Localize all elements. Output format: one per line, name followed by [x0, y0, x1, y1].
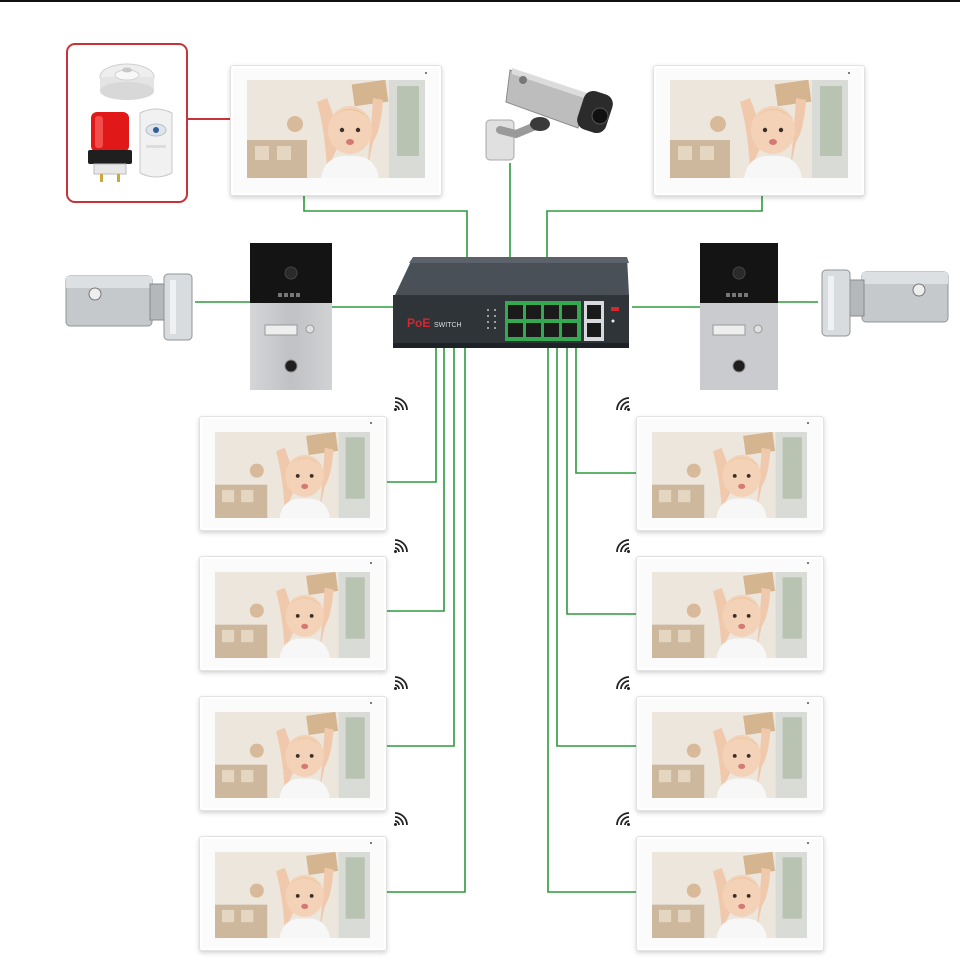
indoor-monitor-left-1	[199, 416, 387, 531]
switch-brand-label: PoE	[407, 316, 430, 330]
smoke-detector-icon	[99, 63, 155, 100]
poe-switch: PoE SWITCH	[393, 257, 629, 348]
indoor-monitor-left-3	[199, 696, 387, 811]
wire-monitor-top-left	[303, 196, 468, 258]
indoor-monitor-right-4	[636, 836, 824, 951]
baby-photo	[652, 432, 807, 518]
indoor-monitor-left-4	[199, 836, 387, 951]
electric-lock-right-icon	[821, 269, 949, 337]
indoor-monitor-top-left	[230, 65, 442, 196]
switch-model-label: SWITCH	[434, 322, 462, 329]
monitor-screen	[652, 432, 807, 518]
wire-monitor-right-1	[575, 342, 636, 474]
monitor-screen	[652, 712, 807, 798]
wifi-icon	[394, 812, 408, 826]
door-station-left	[250, 243, 332, 390]
wifi-icon	[616, 539, 630, 553]
monitor-screen	[215, 432, 370, 518]
indoor-monitor-right-1	[636, 416, 824, 531]
wifi-icon	[394, 676, 408, 690]
monitor-screen	[670, 80, 848, 178]
alarm-siren-icon	[88, 112, 132, 182]
wire-monitor-left-3	[387, 346, 455, 747]
wifi-icon	[394, 397, 408, 411]
monitor-screen	[215, 852, 370, 938]
electric-lock-left-icon	[65, 273, 193, 341]
baby-photo	[670, 80, 848, 178]
indoor-monitor-right-2	[636, 556, 824, 671]
wire-monitor-left-1	[387, 346, 437, 483]
wire-monitor-right-4	[547, 342, 636, 893]
wifi-icon	[616, 676, 630, 690]
uplink-port-array	[584, 301, 604, 341]
baby-photo	[215, 712, 370, 798]
baby-photo	[652, 712, 807, 798]
door-station-right	[700, 243, 778, 390]
baby-photo	[652, 852, 807, 938]
wire-monitor-top-right	[546, 196, 763, 258]
baby-photo	[215, 852, 370, 938]
baby-photo	[215, 572, 370, 658]
wifi-icon	[616, 812, 630, 826]
monitor-screen	[247, 80, 425, 178]
wire-monitor-right-3	[556, 342, 636, 747]
pir-motion-sensor-icon	[139, 108, 173, 178]
wire-monitor-right-2	[566, 342, 636, 615]
indoor-monitor-top-right	[653, 65, 865, 196]
baby-photo	[215, 432, 370, 518]
baby-photo	[247, 80, 425, 178]
alarm-sensors-panel	[66, 43, 188, 203]
monitor-screen	[215, 712, 370, 798]
monitor-screen	[652, 572, 807, 658]
wifi-icon	[394, 539, 408, 553]
wifi-icon	[616, 397, 630, 411]
indoor-monitor-right-3	[636, 696, 824, 811]
poe-port-array	[505, 301, 581, 341]
indoor-monitor-left-2	[199, 556, 387, 671]
wire-monitor-left-2	[387, 346, 445, 612]
top-border-line	[0, 0, 960, 2]
monitor-screen	[215, 572, 370, 658]
cctv-camera-icon	[485, 68, 613, 161]
baby-photo	[652, 572, 807, 658]
wire-monitor-left-4	[387, 346, 466, 893]
monitor-screen	[652, 852, 807, 938]
